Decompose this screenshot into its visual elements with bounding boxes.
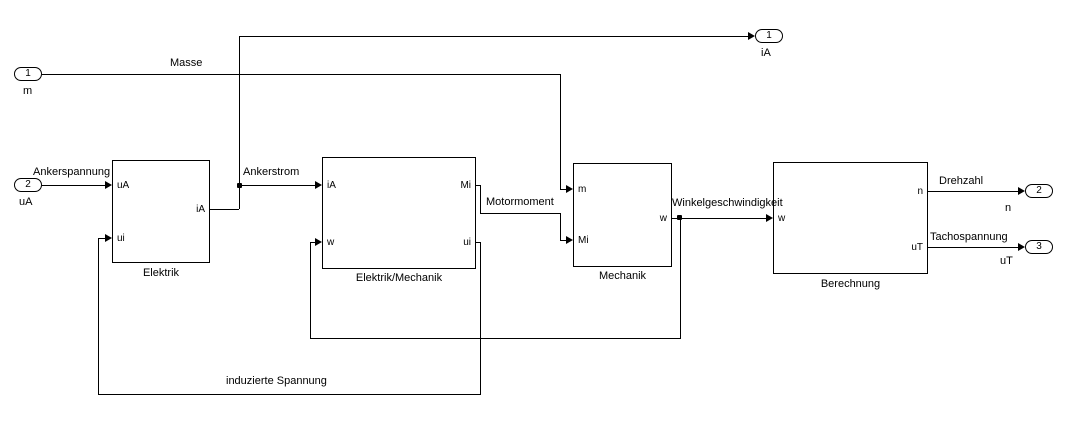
wire-induzierte-v [98,238,99,394]
block-elektrik-mechanik[interactable]: iA w Mi ui [322,157,476,269]
inport-1-number: 1 [25,68,31,79]
inport-2-label: uA [19,196,33,208]
wire-w-feedback-v2 [310,242,311,338]
port-label-mechanik-w: w [659,213,667,224]
port-label-em-mi: Mi [460,180,471,191]
block-berechnung[interactable]: w n uT [773,162,928,274]
wire-w-feedback-h [310,338,681,339]
wire-ia-out-h [210,209,239,210]
junction-dot-ankerstrom [237,183,242,188]
port-label-berechnung-ut: uT [911,242,923,253]
wire-masse-v [560,74,561,189]
port-label-em-ui: ui [463,237,471,248]
outport-3-number: 3 [1036,241,1042,252]
port-label-mechanik-mi: Mi [578,235,589,246]
signal-label-masse: Masse [170,57,203,69]
port-label-berechnung-w: w [778,213,786,224]
outport-3-label: uT [1000,255,1013,267]
block-label-mechanik: Mechanik [598,270,647,282]
wire-masse-h [42,74,560,75]
wire-ia-top-h [239,36,748,37]
wire-motormoment-h2 [560,240,566,241]
wire-ui-out-h [476,242,481,243]
block-elektrik[interactable]: uA ui iA [112,160,210,263]
outport-2[interactable]: 2 [1025,184,1053,198]
signal-label-induzierte-spannung: induzierte Spannung [226,375,327,387]
port-label-em-w: w [327,237,335,248]
arrowhead-outport-2 [1018,187,1025,195]
wire-ankerspannung-h [42,185,105,186]
port-label-elektrik-ua: uA [117,180,130,191]
signal-label-drehzahl: Drehzahl [939,175,984,187]
wire-w-feedback-v [680,218,681,338]
outport-3[interactable]: 3 [1025,240,1053,254]
arrowhead-elektrik-ua [105,181,112,189]
port-label-elektrik-ui: ui [117,233,125,244]
arrowhead-outport-3 [1018,243,1025,251]
wire-ankerstrom-h [239,185,315,186]
block-label-elektrik: Elektrik [142,267,180,279]
signal-label-motormoment: Motormoment [486,196,554,208]
wire-mi-v [480,185,481,213]
inport-2-number: 2 [25,179,31,190]
outport-2-label: n [1005,202,1012,214]
inport-1-label: m [23,85,33,97]
inport-1[interactable]: 1 [14,67,42,81]
outport-2-number: 2 [1036,185,1042,196]
block-label-berechnung: Berechnung [820,278,881,290]
wire-ia-branch-v [239,36,240,209]
wire-induzierte-h2 [98,238,105,239]
outport-1[interactable]: 1 [755,29,783,43]
block-label-elektrik-mechanik: Elektrik/Mechanik [355,272,443,284]
wire-tachospannung-h [928,247,1018,248]
signal-label-ankerstrom: Ankerstrom [243,166,300,178]
wire-w-feedback-h2 [310,242,315,243]
port-label-elektrik-ia: iA [196,204,205,215]
outport-1-number: 1 [766,30,772,41]
port-label-berechnung-n: n [917,186,923,197]
wire-ui-v [480,242,481,394]
wire-motormoment-h [480,213,560,214]
signal-label-ankerspannung: Ankerspannung [33,166,111,178]
inport-2[interactable]: 2 [14,178,42,192]
junction-dot-w [677,215,682,220]
arrowhead-mechanik-m [566,185,573,193]
arrowhead-berechnung-w [766,214,773,222]
arrowhead-mechanik-mi [566,236,573,244]
signal-label-winkelgeschwindigkeit: Winkelgeschwindigkeit [672,197,783,209]
arrowhead-elektrik-ui [105,234,112,242]
wire-winkel-h [680,218,766,219]
port-label-em-ia: iA [327,180,336,191]
arrowhead-outport-1 [748,32,755,40]
wire-motormoment-v [560,213,561,240]
block-mechanik[interactable]: m Mi w [573,163,672,267]
wire-w-out-h [672,218,681,219]
wire-masse-h2 [560,189,566,190]
signal-label-tachospannung: Tachospannung [930,231,1008,243]
wire-drehzahl-h [928,191,1018,192]
arrowhead-em-ia [315,181,322,189]
port-label-mechanik-m: m [578,184,587,195]
wire-mi-out-h [476,185,481,186]
wire-induzierte-h [98,394,481,395]
arrowhead-em-w [315,238,322,246]
outport-1-label: iA [761,47,771,59]
